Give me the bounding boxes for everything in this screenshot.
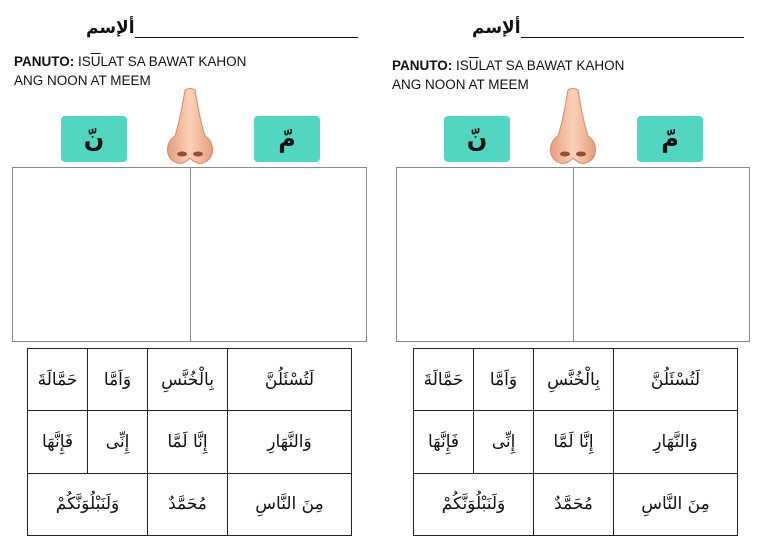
worksheet-right: ألإسم PANUTO: ISULAT SA BAWAT KAHON ANG …: [384, 0, 768, 543]
word-cell[interactable]: وَلَنَبْلُوَنَّكُمْ: [413, 472, 534, 537]
sorting-divider: [573, 168, 574, 341]
word-cell[interactable]: مِنَ النَّاسِ: [227, 472, 352, 537]
nose-icon: [167, 88, 213, 164]
instruction-part: IS: [456, 58, 469, 73]
name-label: ألإسم: [472, 18, 521, 38]
word-cell[interactable]: إِنِّى: [473, 410, 534, 474]
instruction-part: LAT SA BAWAT KAHON: [478, 58, 625, 73]
instruction-part: U: [468, 58, 479, 73]
word-cell[interactable]: إِنَّا لَمَّا: [147, 410, 228, 474]
name-field[interactable]: ألإسم: [472, 14, 744, 38]
word-table: حَمَّالَةَ وَاَمَّا بِالْخُنَّسِ لَتُسْئ…: [413, 347, 738, 537]
instruction-part: IS: [78, 54, 91, 69]
name-underline: [134, 19, 358, 38]
word-cell[interactable]: حَمَّالَةَ: [27, 347, 88, 412]
word-cell[interactable]: فَإِنَّهَا: [27, 410, 88, 474]
word-cell[interactable]: حَمَّالَةَ: [413, 347, 474, 412]
table-row: فَإِنَّهَا إِنِّى إِنَّا لَمَّا وَالنَّه…: [413, 410, 738, 474]
sorting-box[interactable]: [396, 167, 750, 342]
table-row: فَإِنَّهَا إِنِّى إِنَّا لَمَّا وَالنَّه…: [27, 410, 352, 474]
word-cell[interactable]: إِنَّا لَمَّا: [533, 410, 614, 474]
nose-icon: [550, 88, 596, 164]
word-cell[interactable]: وَلَنَبْلُوَنَّكُمْ: [27, 472, 148, 537]
name-field[interactable]: ألإسم: [86, 14, 358, 38]
sorting-box[interactable]: [12, 167, 367, 342]
word-cell[interactable]: بِالْخُنَّسِ: [533, 347, 614, 412]
meem-badge: مّ: [254, 116, 320, 162]
name-underline: [520, 19, 744, 38]
word-cell[interactable]: بِالْخُنَّسِ: [147, 347, 228, 412]
meem-badge: مّ: [637, 116, 703, 162]
word-cell[interactable]: إِنِّى: [87, 410, 148, 474]
table-row: وَلَنَبْلُوَنَّكُمْ مُحَمَّدٌ مِنَ النَّ…: [27, 472, 352, 537]
worksheet-left: ألإسم PANUTO: ISULAT SA BAWAT KAHON ANG …: [12, 14, 367, 537]
instructions: PANUTO: ISULAT SA BAWAT KAHON ANG NOON A…: [392, 56, 624, 94]
word-cell[interactable]: وَاَمَّا: [473, 347, 534, 412]
word-cell[interactable]: لَتُسْئَلُنَّ: [613, 347, 738, 412]
instruction-line2: ANG NOON AT MEEM: [392, 77, 529, 92]
word-cell[interactable]: فَإِنَّهَا: [413, 410, 474, 474]
word-cell[interactable]: وَالنَّهَارِ: [227, 410, 352, 474]
instruction-heading: PANUTO:: [392, 58, 453, 73]
word-cell[interactable]: مِنَ النَّاسِ: [613, 472, 738, 537]
table-row: حَمَّالَةَ وَاَمَّا بِالْخُنَّسِ لَتُسْئ…: [413, 347, 738, 412]
word-table: حَمَّالَةَ وَاَمَّا بِالْخُنَّسِ لَتُسْئ…: [27, 347, 352, 537]
noon-badge: نّ: [61, 116, 127, 162]
instruction-part: U: [90, 54, 101, 69]
instruction-heading: PANUTO:: [14, 54, 75, 69]
word-cell[interactable]: مُحَمَّدٌ: [533, 472, 614, 537]
noon-badge: نّ: [444, 116, 510, 162]
word-cell[interactable]: وَالنَّهَارِ: [613, 410, 738, 474]
word-cell[interactable]: مُحَمَّدٌ: [147, 472, 228, 537]
table-row: حَمَّالَةَ وَاَمَّا بِالْخُنَّسِ لَتُسْئ…: [27, 347, 352, 412]
table-row: وَلَنَبْلُوَنَّكُمْ مُحَمَّدٌ مِنَ النَّ…: [413, 472, 738, 537]
instruction-part: LAT SA BAWAT KAHON: [100, 54, 247, 69]
word-cell[interactable]: لَتُسْئَلُنَّ: [227, 347, 352, 412]
sorting-divider: [190, 168, 191, 341]
instruction-line2: ANG NOON AT MEEM: [14, 73, 151, 88]
instructions: PANUTO: ISULAT SA BAWAT KAHON ANG NOON A…: [14, 52, 246, 90]
name-label: ألإسم: [86, 18, 135, 38]
word-cell[interactable]: وَاَمَّا: [87, 347, 148, 412]
